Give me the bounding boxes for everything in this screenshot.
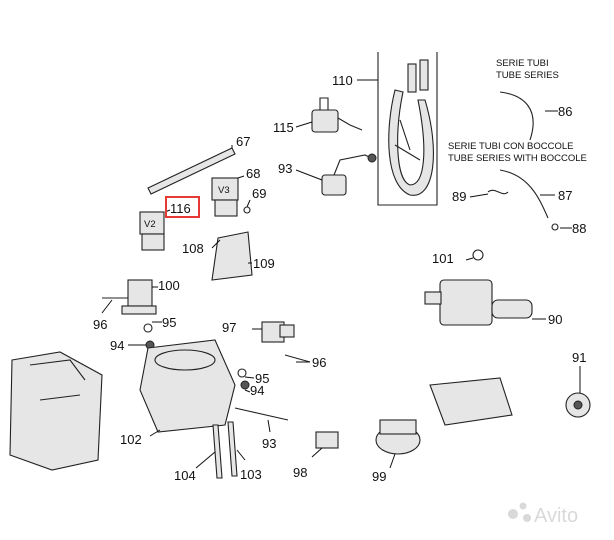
boiler-housing [9,351,103,471]
boiler-102 [139,339,236,433]
rod-104 [212,424,223,479]
rod-103 [227,421,238,477]
valve-v2-tag: V2 [144,219,156,230]
callout-88: 88 [572,221,586,236]
clip-89 [487,189,509,195]
ring-95-right [237,368,247,378]
callout-98: 98 [293,465,307,480]
tube-series-section: SERIE TUBI TUBE SERIES SERIE TUBI CON BO… [448,58,587,231]
callout-69: 69 [252,186,266,201]
tube-series-header-it: SERIE TUBI [496,58,549,69]
callout-95: 95 [162,315,176,330]
ring-101 [472,249,484,261]
ring-69 [243,206,251,214]
ring-94-right [240,380,250,390]
dosing-unit-99 [375,419,421,455]
callout-91: 91 [572,350,586,365]
tube-67 [147,147,236,195]
valve-v3: V3 [211,177,239,217]
callout-97: 97 [222,320,236,335]
part-91 [565,392,591,418]
heating-element-assembly [377,52,438,206]
tube-87 [499,169,549,219]
probe-93 [234,407,289,421]
callout-93: 93 [278,161,292,176]
callout-108: 108 [182,241,204,256]
callout-110: 110 [332,73,353,88]
callout-93: 93 [262,436,276,451]
callout-115: 115 [273,120,294,135]
callout-labels: 110 86 115 67 93 68 87 89 88 69 116 108 109 101 100 90 9… [93,73,586,484]
callout-86: 86 [558,104,572,119]
callout-101: 101 [432,251,454,266]
ring-95-left [143,323,153,333]
flowmeter-mount [429,377,513,426]
tube-bushing-header-it: SERIE TUBI CON BOCCOLE [448,141,573,152]
tube-86 [499,91,534,141]
tube-series-header-en: TUBE SERIES [496,70,559,81]
callout-102: 102 [120,432,142,447]
callout-89: 89 [452,189,466,204]
callout-104: 104 [174,468,196,483]
leader-lines [101,79,581,469]
bracket-109 [211,231,253,281]
callout-90: 90 [548,312,562,327]
watermark: Avito [508,502,578,527]
callout-109: 109 [253,256,275,271]
callout-67: 67 [236,134,250,149]
highlight-box-116 [165,196,200,218]
callout-94: 94 [250,383,264,398]
callout-96: 96 [312,355,326,370]
callout-96: 96 [93,317,107,332]
callout-94: 94 [110,338,124,353]
callout-116: 116 [170,201,191,216]
watermark-text: Avito [534,505,578,527]
callout-100: 100 [158,278,180,293]
callout-68: 68 [246,166,260,181]
valve-v2: V2 [139,211,165,251]
thermostat-115 [311,97,363,133]
tube-bushing-header-en: TUBE SERIES WITH BOCCOLE [448,153,587,164]
callout-95: 95 [255,371,269,386]
callout-99: 99 [372,469,386,484]
callout-87: 87 [558,188,572,203]
switch-98 [315,431,339,449]
valve-v3-tag: V3 [218,185,230,196]
sensor-93-top [321,153,377,196]
callout-103: 103 [240,467,262,482]
valve-100 [121,279,157,315]
ring-88 [551,223,559,231]
pin-96-right [284,354,311,363]
pump-90 [424,279,533,326]
fitting-97 [261,321,295,343]
